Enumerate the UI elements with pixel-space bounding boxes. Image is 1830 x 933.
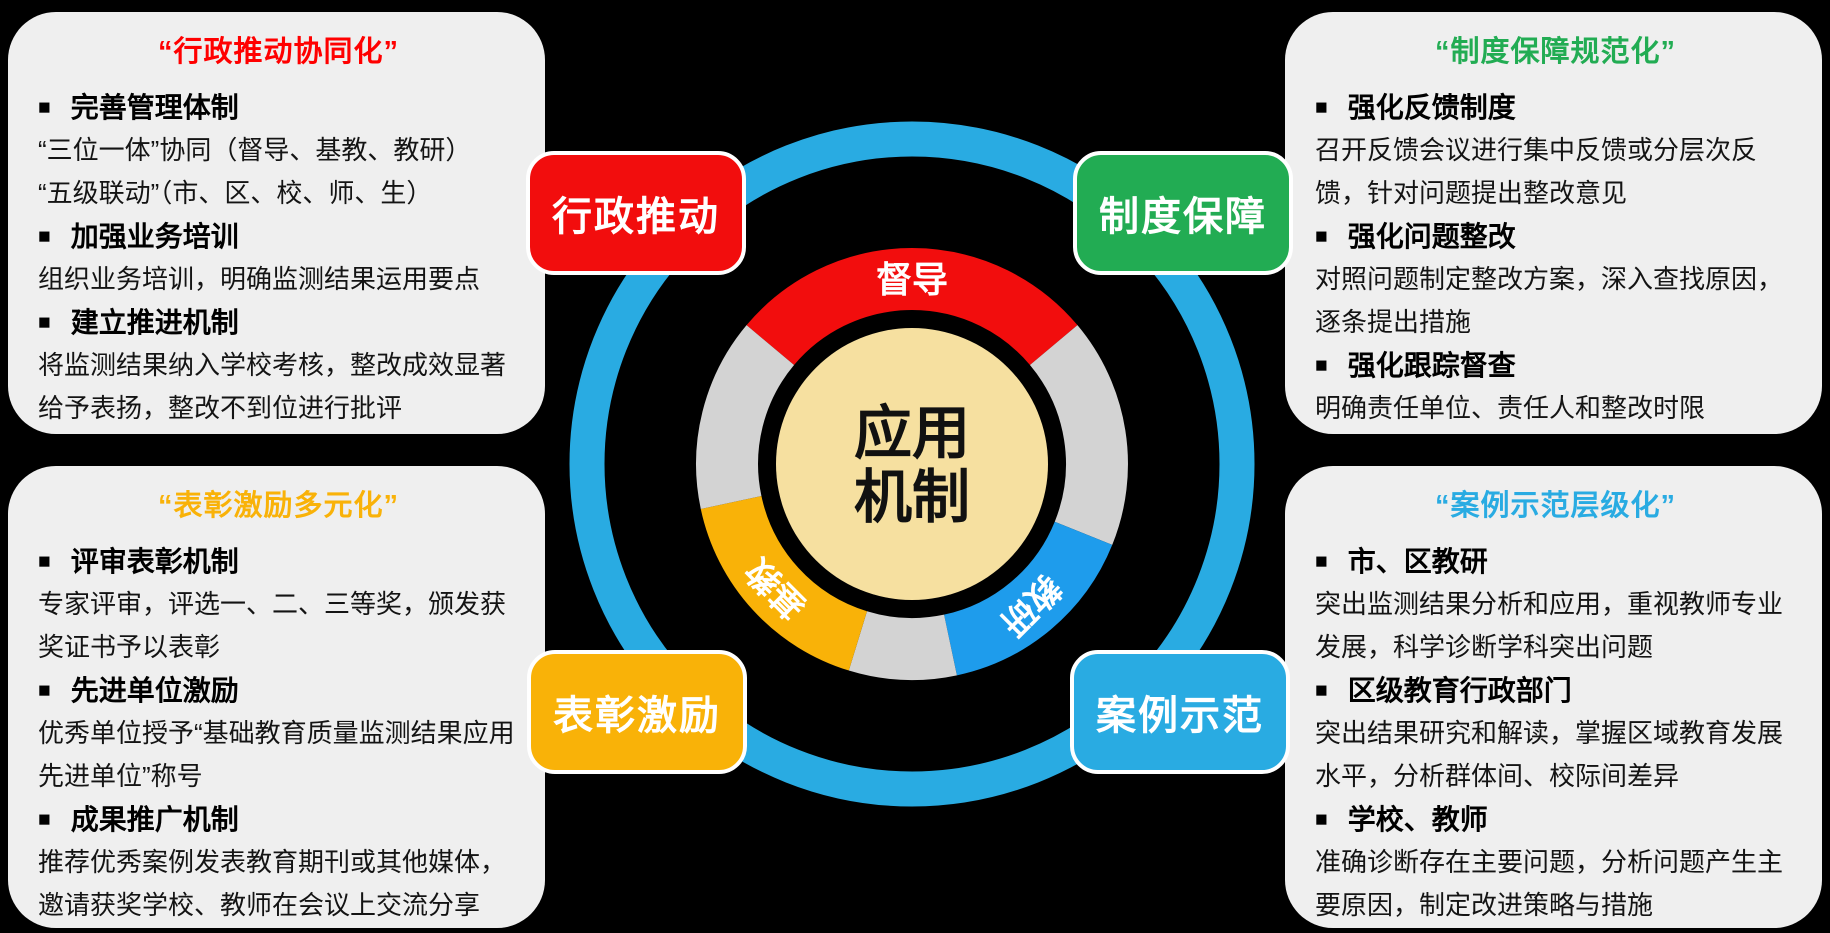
panel-bottom-left: “表彰激励多元化” ■ 评审表彰机制专家评审，评选一、二、三等奖，颁发获奖证书予以… bbox=[8, 466, 545, 928]
panel-item-body: 召开反馈会议进行集中反馈或分层次反馈，针对问题提出整改意见 bbox=[1315, 135, 1758, 208]
panel-item-heading-text: 加强业务培训 bbox=[70, 221, 239, 252]
panel-title: “行政推动协同化” bbox=[157, 36, 399, 68]
panel-item-body: 组织业务培训，明确监测结果运用要点 bbox=[38, 264, 481, 294]
panel-item-body: 对照问题制定整改方案，深入查找原因，逐条提出措施 bbox=[1315, 264, 1784, 337]
panel-item-header: ■ 建立推进机制 bbox=[38, 301, 519, 344]
segment-label-supervision: 督导 bbox=[876, 259, 948, 300]
panel-item-header: ■ 强化反馈制度 bbox=[1315, 86, 1796, 129]
panel-items: ■ 市、区教研突出监测结果分析和应用，重视教师专业发展，科学诊断学科突出问题 ■ 区级… bbox=[1315, 540, 1796, 927]
node-case-demonstration: 案例示范 bbox=[1070, 650, 1290, 774]
bullet-square-icon: ■ bbox=[38, 808, 51, 831]
panel-item-heading-text: 先进单位激励 bbox=[70, 675, 239, 706]
ring-segment-teaching-research bbox=[943, 520, 1113, 676]
panel-item-header: ■ 评审表彰机制 bbox=[38, 540, 519, 583]
panel-items: ■ 评审表彰机制专家评审，评选一、二、三等奖，颁发获奖证书予以表彰 ■ 先进单位激励优… bbox=[38, 540, 519, 927]
bullet-square-icon: ■ bbox=[1315, 225, 1328, 248]
core-label-line1: 应用 bbox=[854, 401, 970, 466]
bullet-square-icon: ■ bbox=[1315, 96, 1328, 119]
panel-item-body: 准确诊断存在主要问题，分析问题产生主要原因，制定改进策略与措施 bbox=[1315, 847, 1784, 920]
ring-segment-gray-bottom bbox=[848, 611, 957, 680]
node-admin-promotion: 行政推动 bbox=[526, 151, 746, 275]
panel-item-body: 明确责任单位、责任人和整改时限 bbox=[1315, 393, 1706, 423]
node-commendation-incentive: 表彰激励 bbox=[527, 650, 747, 774]
panel-item-body: 将监测结果纳入学校考核，整改成效显著给予表扬，整改不到位进行批评 bbox=[38, 350, 507, 423]
panel-title: “案例示范层级化” bbox=[1434, 490, 1676, 522]
panel-item-header: ■ 完善管理体制 bbox=[38, 86, 519, 129]
panel-item-body: “五级联动”（市、区、校、师、生） bbox=[38, 178, 433, 208]
panel-item-header: ■ 强化跟踪督查 bbox=[1315, 344, 1796, 387]
panel-item-heading-text: 强化反馈制度 bbox=[1347, 92, 1516, 123]
core-circle bbox=[776, 328, 1048, 600]
bullet-square-icon: ■ bbox=[1315, 679, 1328, 702]
panel-item-header: ■ 学校、教师 bbox=[1315, 798, 1796, 841]
panel-bottom-right: “案例示范层级化” ■ 市、区教研突出监测结果分析和应用，重视教师专业发展，科学诊… bbox=[1285, 466, 1822, 928]
ring-segment-supervision bbox=[746, 248, 1078, 366]
panel-title: “制度保障规范化” bbox=[1434, 36, 1676, 68]
panel-item-body: 优秀单位授予“基础教育质量监测结果应用先进单位”称号 bbox=[38, 718, 515, 791]
panel-item-heading-text: 学校、教师 bbox=[1347, 804, 1488, 835]
panel-item-heading-text: 区级教育行政部门 bbox=[1347, 675, 1572, 706]
panel-item-heading-text: 强化问题整改 bbox=[1347, 221, 1516, 252]
panel-item-header: ■ 强化问题整改 bbox=[1315, 215, 1796, 258]
panel-item-heading-text: 强化跟踪督查 bbox=[1347, 350, 1516, 381]
panel-item-body: “三位一体”协同（督导、基教、教研） bbox=[38, 135, 472, 165]
panel-item-header: ■ 成果推广机制 bbox=[38, 798, 519, 841]
panel-item-header: ■ 市、区教研 bbox=[1315, 540, 1796, 583]
panel-items: ■ 强化反馈制度召开反馈会议进行集中反馈或分层次反馈，针对问题提出整改意见 ■ 强化问… bbox=[1315, 86, 1796, 430]
panel-item-heading-text: 完善管理体制 bbox=[70, 92, 239, 123]
node-system-guarantee: 制度保障 bbox=[1073, 151, 1293, 275]
panel-title: “表彰激励多元化” bbox=[157, 490, 399, 522]
core-label-line2: 机制 bbox=[854, 465, 970, 530]
panel-item-body: 突出结果研究和解读，掌握区域教育发展水平，分析群体间、校际间差异 bbox=[1315, 718, 1784, 791]
bullet-square-icon: ■ bbox=[38, 679, 51, 702]
panel-item-body: 突出监测结果分析和应用，重视教师专业发展，科学诊断学科突出问题 bbox=[1315, 589, 1784, 662]
panel-top-left: “行政推动协同化” ■ 完善管理体制 “三位一体”协同（督导、基教、教研） “五级联动… bbox=[8, 12, 545, 434]
panel-item-header: ■ 区级教育行政部门 bbox=[1315, 669, 1796, 712]
panel-item-heading-text: 成果推广机制 bbox=[70, 804, 239, 835]
center-rings-diagram: 督导 基教 教研 应用 机制 bbox=[569, 121, 1255, 807]
panel-item-header: ■ 加强业务培训 bbox=[38, 215, 519, 258]
panel-item-heading-text: 市、区教研 bbox=[1347, 546, 1488, 577]
bullet-square-icon: ■ bbox=[1315, 808, 1328, 831]
panel-item-header: ■ 先进单位激励 bbox=[38, 669, 519, 712]
panel-item-body: 推荐优秀案例发表教育期刊或其他媒体，邀请获奖学校、教师在会议上交流分享 bbox=[38, 847, 507, 920]
bullet-square-icon: ■ bbox=[38, 311, 51, 334]
panel-item-heading-text: 评审表彰机制 bbox=[70, 546, 239, 577]
bullet-square-icon: ■ bbox=[38, 96, 51, 119]
panel-item-heading-text: 建立推进机制 bbox=[70, 307, 239, 338]
bullet-square-icon: ■ bbox=[1315, 354, 1328, 377]
ring-segment-basic-education bbox=[700, 495, 868, 671]
panel-top-right: “制度保障规范化” ■ 强化反馈制度召开反馈会议进行集中反馈或分层次反馈，针对问题… bbox=[1285, 12, 1822, 434]
bullet-square-icon: ■ bbox=[38, 550, 51, 573]
bullet-square-icon: ■ bbox=[38, 225, 51, 248]
outer-ring bbox=[569, 121, 1255, 807]
ring-segment-gray-right bbox=[1029, 325, 1128, 545]
ring-segment-gray-left bbox=[696, 325, 795, 509]
panel-items: ■ 完善管理体制 “三位一体”协同（督导、基教、教研） “五级联动”（市、区、校、师、… bbox=[38, 86, 519, 430]
bullet-square-icon: ■ bbox=[1315, 550, 1328, 573]
panel-item-body: 专家评审，评选一、二、三等奖，颁发获奖证书予以表彰 bbox=[38, 589, 507, 662]
